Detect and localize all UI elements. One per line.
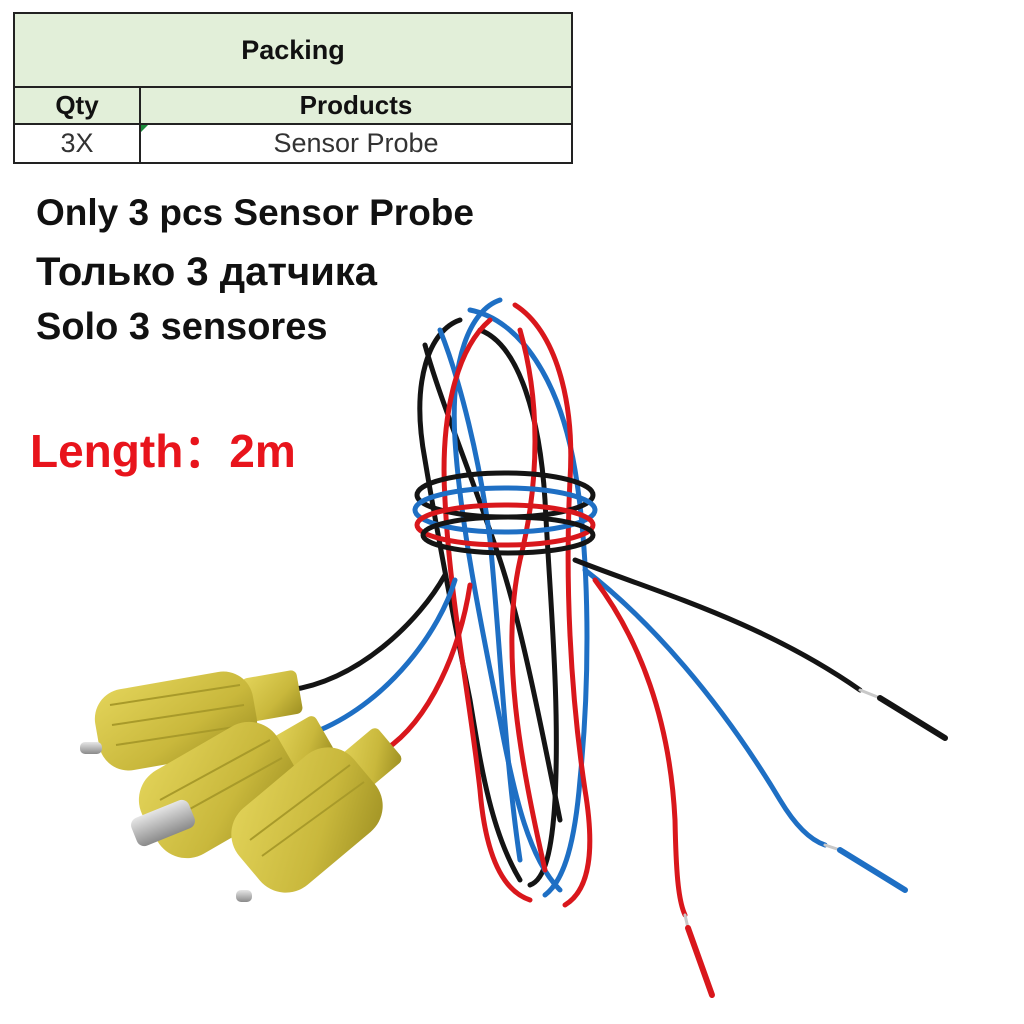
products-header: Products (139, 86, 573, 125)
probe-3 (231, 728, 402, 902)
caption-spanish: Solo 3 sensores (36, 306, 328, 348)
product-name: Sensor Probe (273, 128, 439, 158)
caption-russian: Только 3 датчика (36, 250, 378, 294)
table-row: 3X Sensor Probe (13, 123, 573, 164)
stripped-wire-ends (683, 688, 948, 998)
packing-title: Packing (13, 12, 573, 88)
probe-2 (131, 716, 334, 859)
product-cell: Sensor Probe (139, 123, 573, 164)
cell-marker (141, 125, 148, 132)
caption-english: Only 3 pcs Sensor Probe (36, 192, 474, 233)
length-label: Length：2m (30, 425, 296, 477)
packing-table: Packing Qty Products 3X Sensor Probe (13, 12, 573, 164)
qty-header: Qty (13, 86, 141, 125)
wire-coil (287, 297, 863, 918)
qty-cell: 3X (13, 123, 141, 164)
